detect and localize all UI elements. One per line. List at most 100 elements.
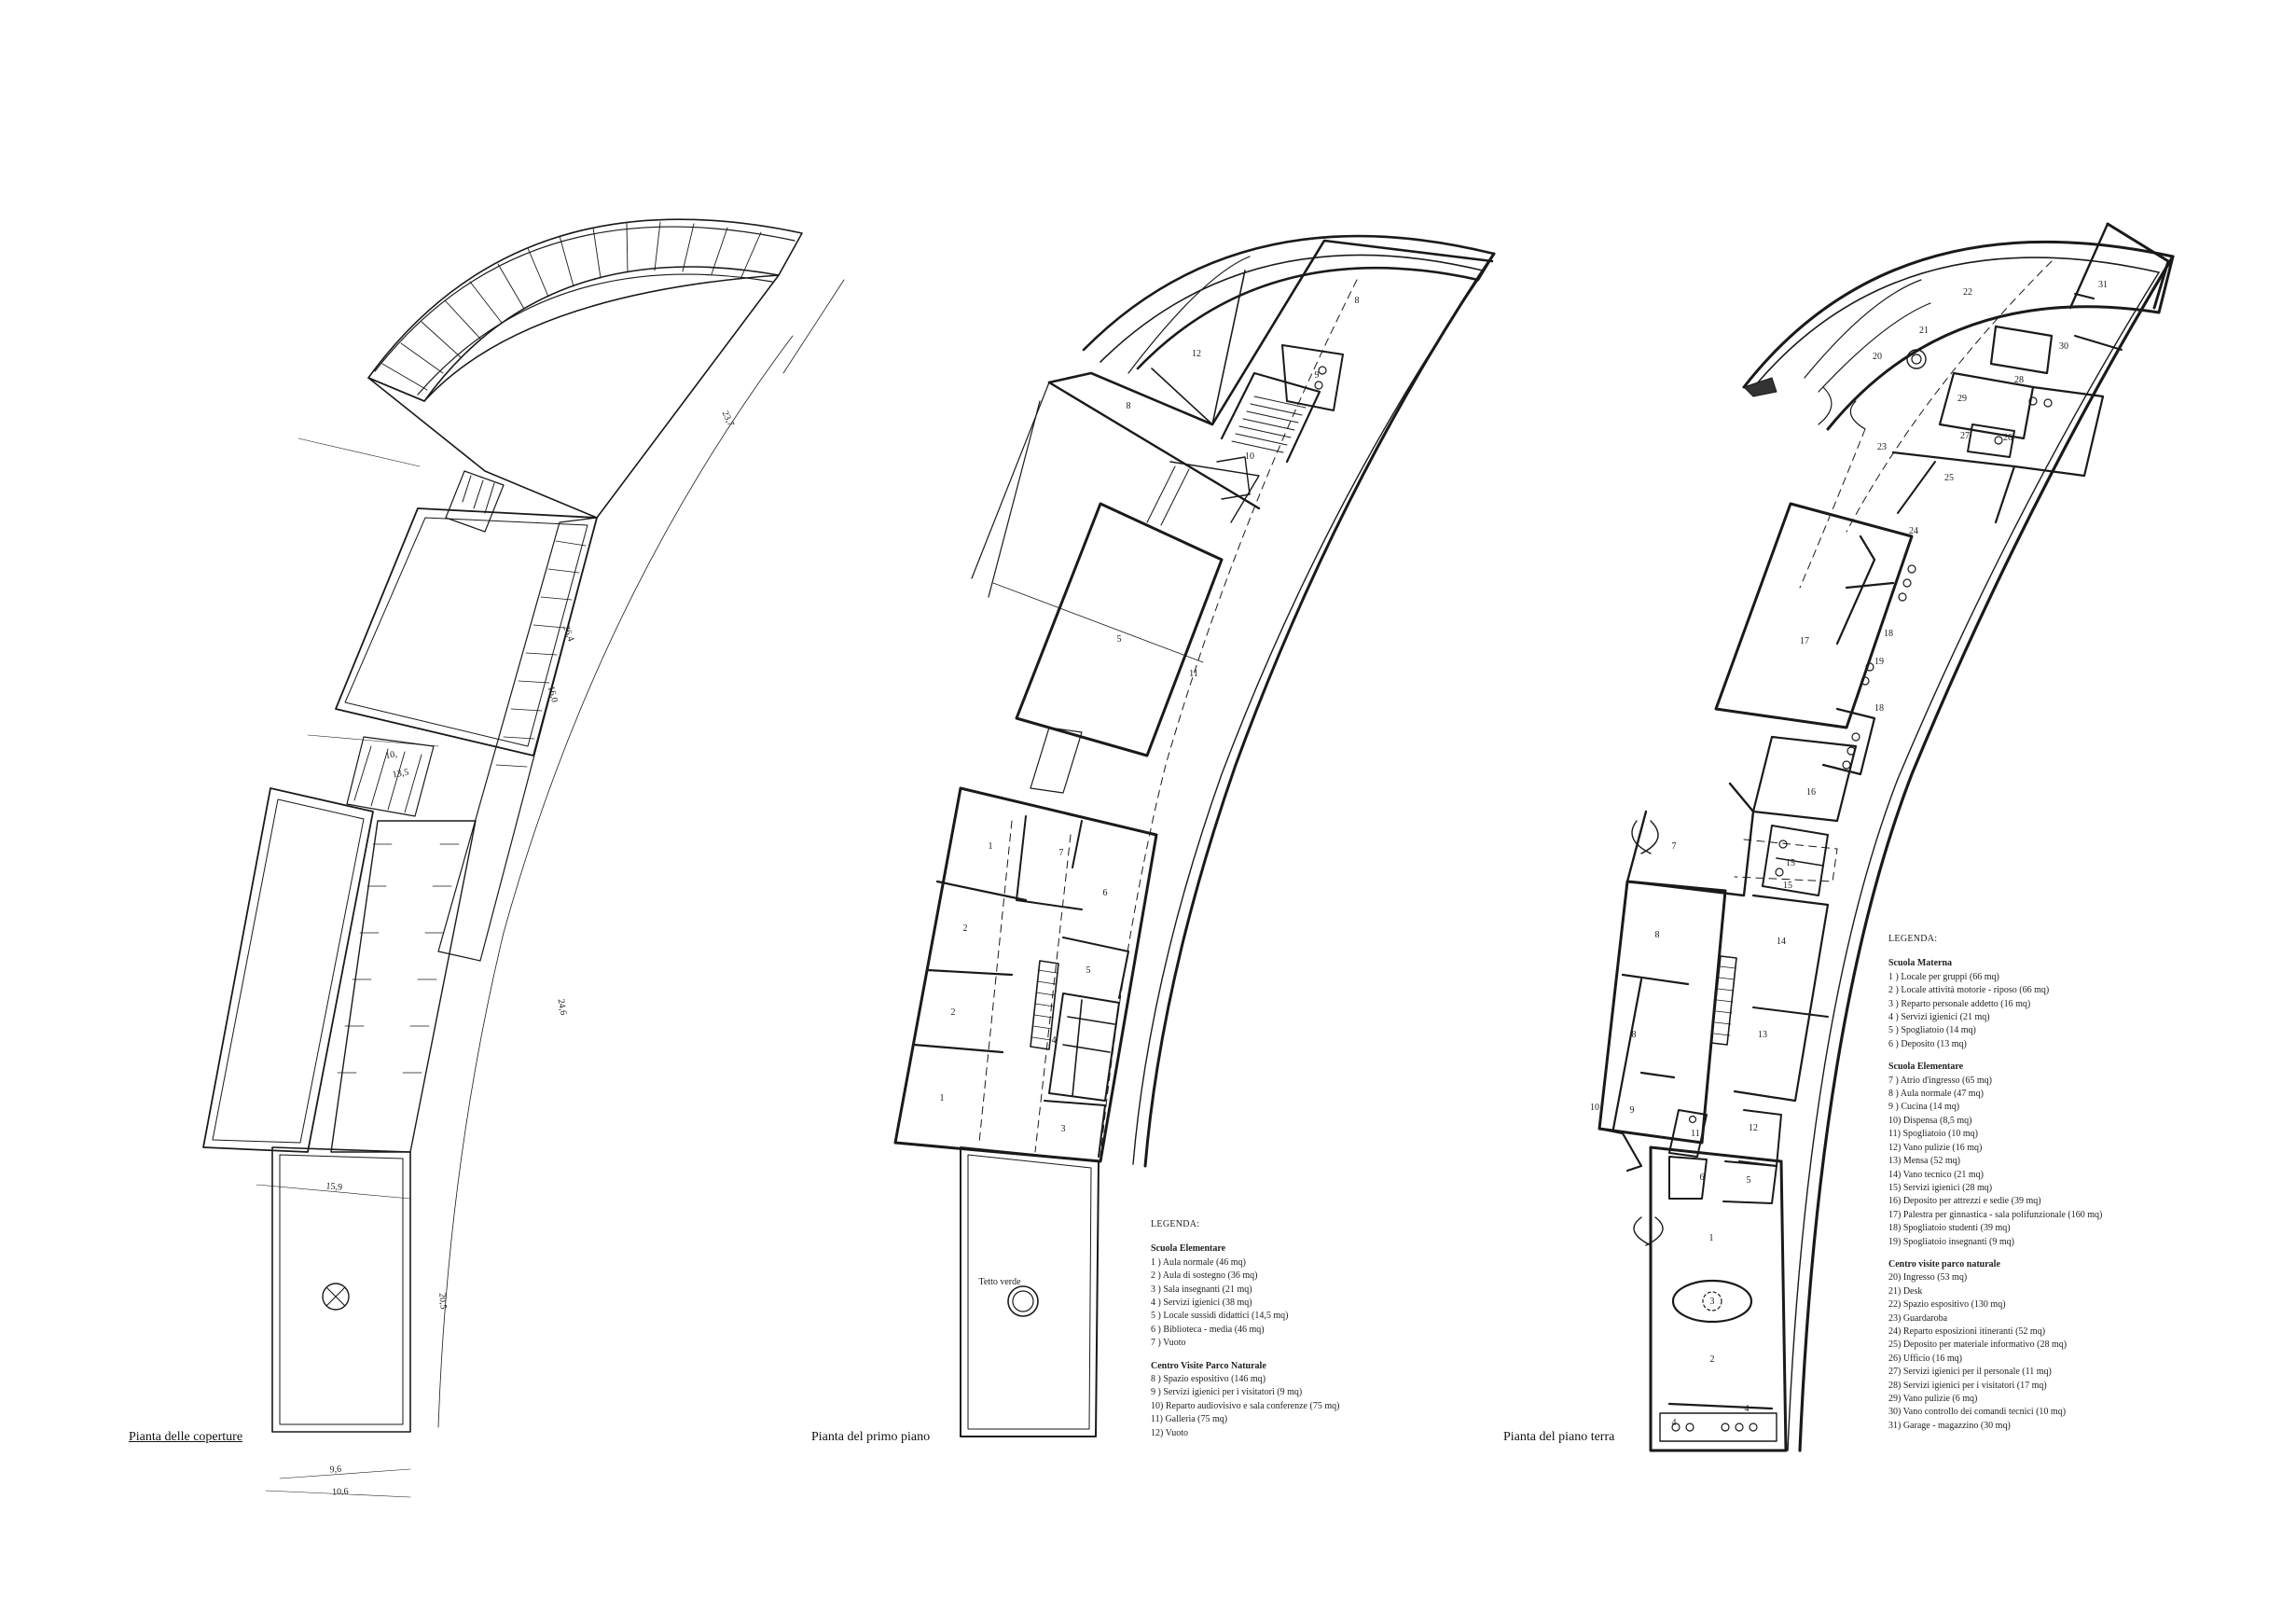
roof-plan-title: Pianta delle coperture [129, 1430, 243, 1444]
legend-title: LEGENDA: [1151, 1219, 1200, 1229]
legend-item: 11) Spogliatoio (10 mq) [1888, 1129, 1979, 1140]
legend-item: 2 ) Locale attività motorie - riposo (66… [1888, 985, 2050, 996]
legend-item: 7 ) Atrio d'ingresso (65 mq) [1888, 1075, 1992, 1086]
legend-section-heading: Scuola Elementare [1151, 1243, 1226, 1255]
room-number: 2 [1710, 1354, 1715, 1365]
room-number: 2 [963, 923, 968, 934]
legend-item: 9 ) Servizi igienici per i visitatori (9… [1151, 1387, 1303, 1398]
ground-gym [1714, 502, 1914, 729]
legend-item: 24) Reparto esposizioni itineranti (52 m… [1888, 1326, 2046, 1337]
dimension-label: 16,0 [546, 685, 560, 703]
room-number: 3 [1061, 1124, 1066, 1134]
legend-item: 22) Spazio espositivo (130 mq) [1888, 1299, 2006, 1311]
ground-desk-icon [1906, 349, 1927, 369]
first-void-block [1015, 502, 1224, 757]
roof-skylight-icon [322, 1283, 350, 1311]
legend-item: 14) Vano tecnico (21 mq) [1888, 1169, 1985, 1180]
room-number: 18 [1874, 703, 1884, 714]
room-number: 8 [1355, 296, 1360, 306]
room-number: 4 [1052, 1035, 1057, 1046]
legend-item: 9 ) Cucina (14 mq) [1888, 1102, 1960, 1113]
room-number: 31 [2098, 280, 2108, 290]
dimension-label: 10,6 [332, 1487, 349, 1498]
room-number: 12 [1192, 349, 1201, 359]
legend-item: 29) Vano pulizie (6 mq) [1888, 1394, 1978, 1404]
legend-item: 15) Servizi igienici (28 mq) [1888, 1182, 1993, 1193]
room-number: 13 [1758, 1030, 1767, 1040]
room-number: 3 [1710, 1297, 1715, 1307]
room-number: 8 [1632, 1030, 1637, 1040]
room-number: 22 [1963, 287, 1972, 298]
legend-title: LEGENDA: [1888, 934, 1938, 944]
room-number: 2 [951, 1007, 956, 1018]
room-number: 17 [1800, 636, 1809, 646]
legend-item: 20) Ingresso (53 mq) [1888, 1272, 1968, 1284]
room-number: 9 [1630, 1105, 1635, 1116]
room-number: 12 [1749, 1123, 1758, 1133]
room-number: 16 [1806, 787, 1816, 798]
first-floor-plan-title: Pianta del primo piano [811, 1430, 931, 1444]
legend-section-heading: Centro Visite Parco Naturale [1151, 1360, 1266, 1371]
room-number: 26 [2003, 433, 2012, 443]
legend-item: 6 ) Deposito (13 mq) [1888, 1038, 1967, 1049]
dimension-label: 20,5 [436, 1293, 448, 1310]
room-number: 27 [1960, 431, 1970, 441]
dimension-label: 26,4 [560, 624, 575, 643]
legend-item: 31) Garage - magazzino (30 mq) [1888, 1420, 2011, 1431]
legend-item: 26) Ufficio (16 mq) [1888, 1353, 1962, 1364]
roof-terrace [271, 1146, 411, 1433]
legend-item: 30) Vano controllo dei comandi tecnici (… [1888, 1407, 2067, 1418]
ground-kindergarten [1649, 1145, 1788, 1452]
room-number: 19 [1874, 657, 1884, 667]
room-number: 1 [989, 841, 993, 852]
legend-item: 21) Desk [1888, 1285, 1923, 1297]
legend-item: 23) Guardaroba [1888, 1312, 1948, 1324]
legend-item: 25) Deposito per materiale informativo (… [1888, 1339, 2068, 1351]
room-number: 4 [1745, 1404, 1750, 1414]
legend-item: 2 ) Aula di sostegno (36 mq) [1151, 1270, 1258, 1282]
ground-school-block [1598, 880, 1727, 1145]
room-number: 30 [2059, 341, 2068, 352]
first-green-roof [960, 1146, 1100, 1437]
dimension-line [437, 335, 794, 1428]
dimension-label: 13,5 [392, 768, 409, 781]
ground-outer-wall [1798, 255, 2175, 1452]
legend-item: 19) Spogliatoio insegnanti (9 mq) [1888, 1236, 2014, 1247]
roof-block-2 [335, 507, 598, 756]
room-number: 11 [1189, 669, 1198, 679]
room-number: 24 [1909, 526, 1918, 536]
legend-item: 5 ) Spogliatoio (14 mq) [1888, 1025, 1976, 1036]
legend-item: 10) Reparto audiovisivo e sala conferenz… [1151, 1400, 1340, 1411]
room-number: 6 [1700, 1173, 1705, 1183]
room-number: 8 [1655, 930, 1660, 940]
legend-item: 16) Deposito per attrezzi e sedie (39 mq… [1888, 1196, 2041, 1207]
room-number: 21 [1919, 326, 1929, 336]
room-number: 8 [1127, 401, 1131, 411]
legend-item: 17) Palestra per ginnastica - sala polif… [1888, 1209, 2103, 1220]
roof-block-3 [202, 787, 374, 1153]
legend-item: 8 ) Spazio espositivo (146 mq) [1151, 1374, 1266, 1385]
dimension-label: 24,6 [556, 998, 569, 1016]
room-number: 23 [1877, 442, 1887, 452]
legend-item: 27) Servizi igienici per il personale (1… [1888, 1367, 2052, 1378]
room-number: 5 [1086, 965, 1091, 976]
room-number: 25 [1944, 473, 1954, 483]
ground-floor-plan-title: Pianta del piano terra [1503, 1430, 1615, 1444]
legend-section-heading: Centro visite parco naturale [1888, 1258, 2000, 1270]
room-number: 7 [1059, 848, 1064, 858]
dimension-label: 23,7 [720, 409, 736, 429]
first-skylight-icon [1007, 1285, 1039, 1317]
first-floor-plan [893, 234, 1496, 1437]
dimension-label: 9,6 [329, 1464, 341, 1476]
first-outer-wall [1143, 252, 1496, 1168]
ground-floor-plan [1598, 222, 2175, 1452]
room-number: 7 [1672, 841, 1677, 852]
roof-block-1 [367, 274, 780, 519]
room-number: 15 [1786, 858, 1795, 868]
legend-item: 3 ) Sala insegnanti (21 mq) [1151, 1284, 1252, 1295]
room-number: 28 [2014, 375, 2024, 385]
legend-item: 4 ) Servizi igienici (38 mq) [1151, 1298, 1252, 1309]
